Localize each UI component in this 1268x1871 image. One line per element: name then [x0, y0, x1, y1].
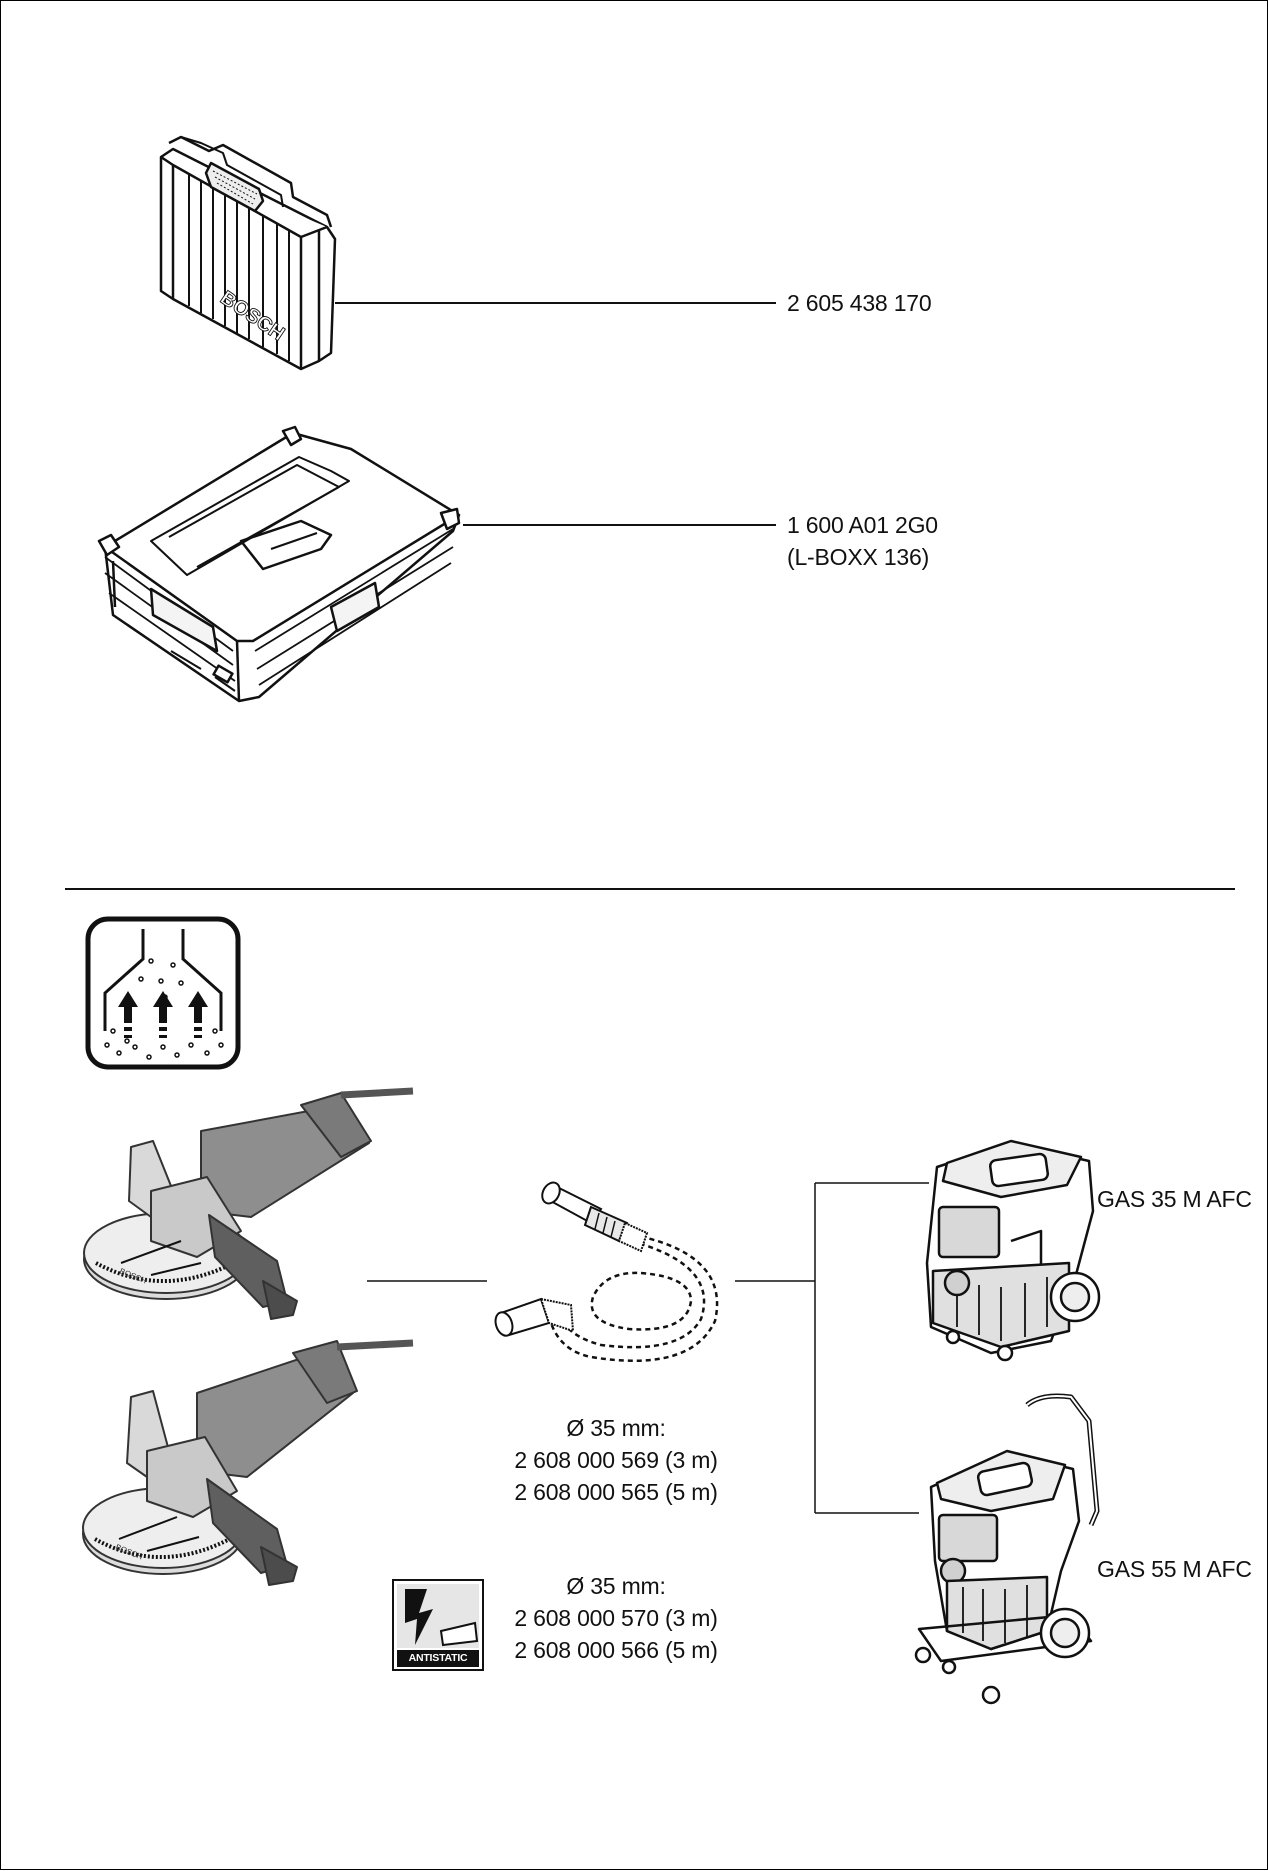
hose-part-5m: 2 608 000 565 (5 m) — [514, 1479, 718, 1505]
vacuum-gas55-illustration — [914, 1393, 1100, 1705]
vacuum-gas35-illustration — [925, 1139, 1101, 1362]
hose-part-3m: 2 608 000 569 (3 m) — [514, 1447, 718, 1473]
antistatic-hose-part-5m: 2 608 000 566 (5 m) — [514, 1637, 718, 1663]
lboxx-illustration — [97, 425, 461, 703]
angle-grinder-top: BOSCH — [83, 1087, 414, 1320]
lboxx-part-number: 1 600 A01 2G0 — [787, 512, 938, 538]
antistatic-badge — [392, 1579, 484, 1671]
antistatic-badge-label: ANTISTATIC — [408, 1652, 468, 1664]
vacuum-gas55-model: GAS 55 M AFC — [1097, 1556, 1252, 1582]
antistatic-hose-diameter-label: Ø 35 mm: — [566, 1573, 666, 1599]
hose-diameter-label: Ø 35 mm: — [566, 1415, 666, 1441]
dust-extraction-symbol — [85, 916, 241, 1070]
case-part-number: 2 605 438 170 — [787, 290, 932, 316]
carrying-case-illustration — [159, 135, 337, 371]
lboxx-name: (L-BOXX 136) — [787, 544, 930, 570]
vacuum-gas35-model: GAS 35 M AFC — [1097, 1186, 1252, 1212]
extraction-hose-illustration — [494, 1181, 719, 1363]
antistatic-hose-part-3m: 2 608 000 570 (3 m) — [514, 1605, 718, 1631]
angle-grinder-bottom: BOSCH — [82, 1339, 414, 1586]
